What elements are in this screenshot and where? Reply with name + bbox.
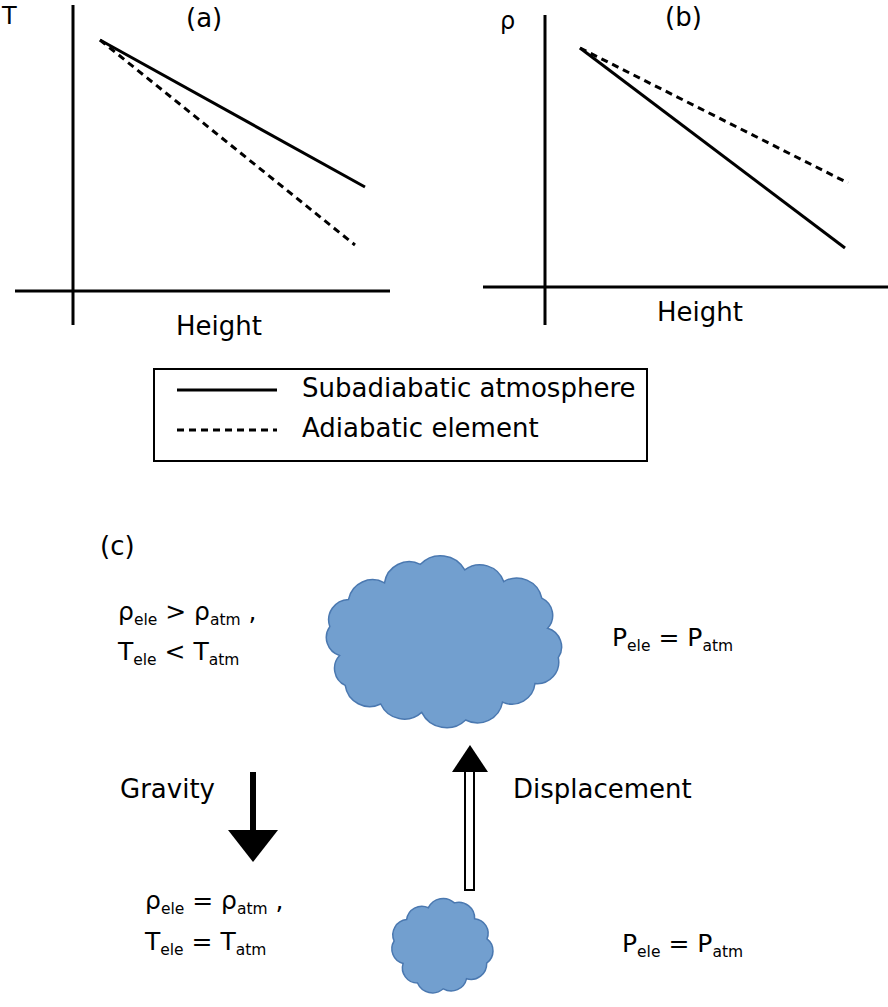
adiabatic-line: [580, 48, 848, 183]
cloud: [392, 898, 493, 992]
panel-label: (a): [186, 4, 222, 33]
axis: [72, 5, 75, 325]
axis-label: Height: [176, 312, 262, 341]
adiabatic-line: [100, 40, 355, 245]
force-label: Gravity: [120, 775, 215, 804]
axis: [15, 290, 390, 293]
gravity-arrow: [250, 772, 256, 835]
condition-text: ρele > ρatm ,: [118, 598, 257, 626]
axis: [544, 15, 547, 325]
legend-sample: [177, 389, 277, 392]
axis-label: T: [2, 3, 17, 29]
axis-label: ρ: [500, 8, 515, 34]
subadiabatic-line: [580, 48, 845, 248]
legend-text: Subadiabatic atmosphere: [302, 374, 636, 403]
condition-text: Tele = Tatm: [145, 928, 266, 956]
condition-text: Pele = Patm: [622, 930, 743, 958]
condition-text: Tele < Tatm: [118, 638, 239, 666]
legend-text: Adiabatic element: [302, 414, 539, 443]
subadiabatic-line: [100, 40, 365, 187]
axis: [483, 286, 888, 289]
condition-text: ρele = ρatm ,: [145, 887, 284, 915]
displacement-arrowhead: [452, 745, 488, 772]
axis-label: Height: [657, 298, 743, 327]
cloud: [326, 556, 561, 728]
condition-text: Pele = Patm: [612, 624, 733, 652]
displacement-arrow: [465, 770, 474, 890]
legend-sample: [177, 429, 277, 432]
gravity-arrowhead: [228, 830, 278, 862]
force-label: Displacement: [513, 775, 692, 804]
panel-label: (b): [665, 3, 702, 32]
panel-label: (c): [100, 532, 135, 561]
